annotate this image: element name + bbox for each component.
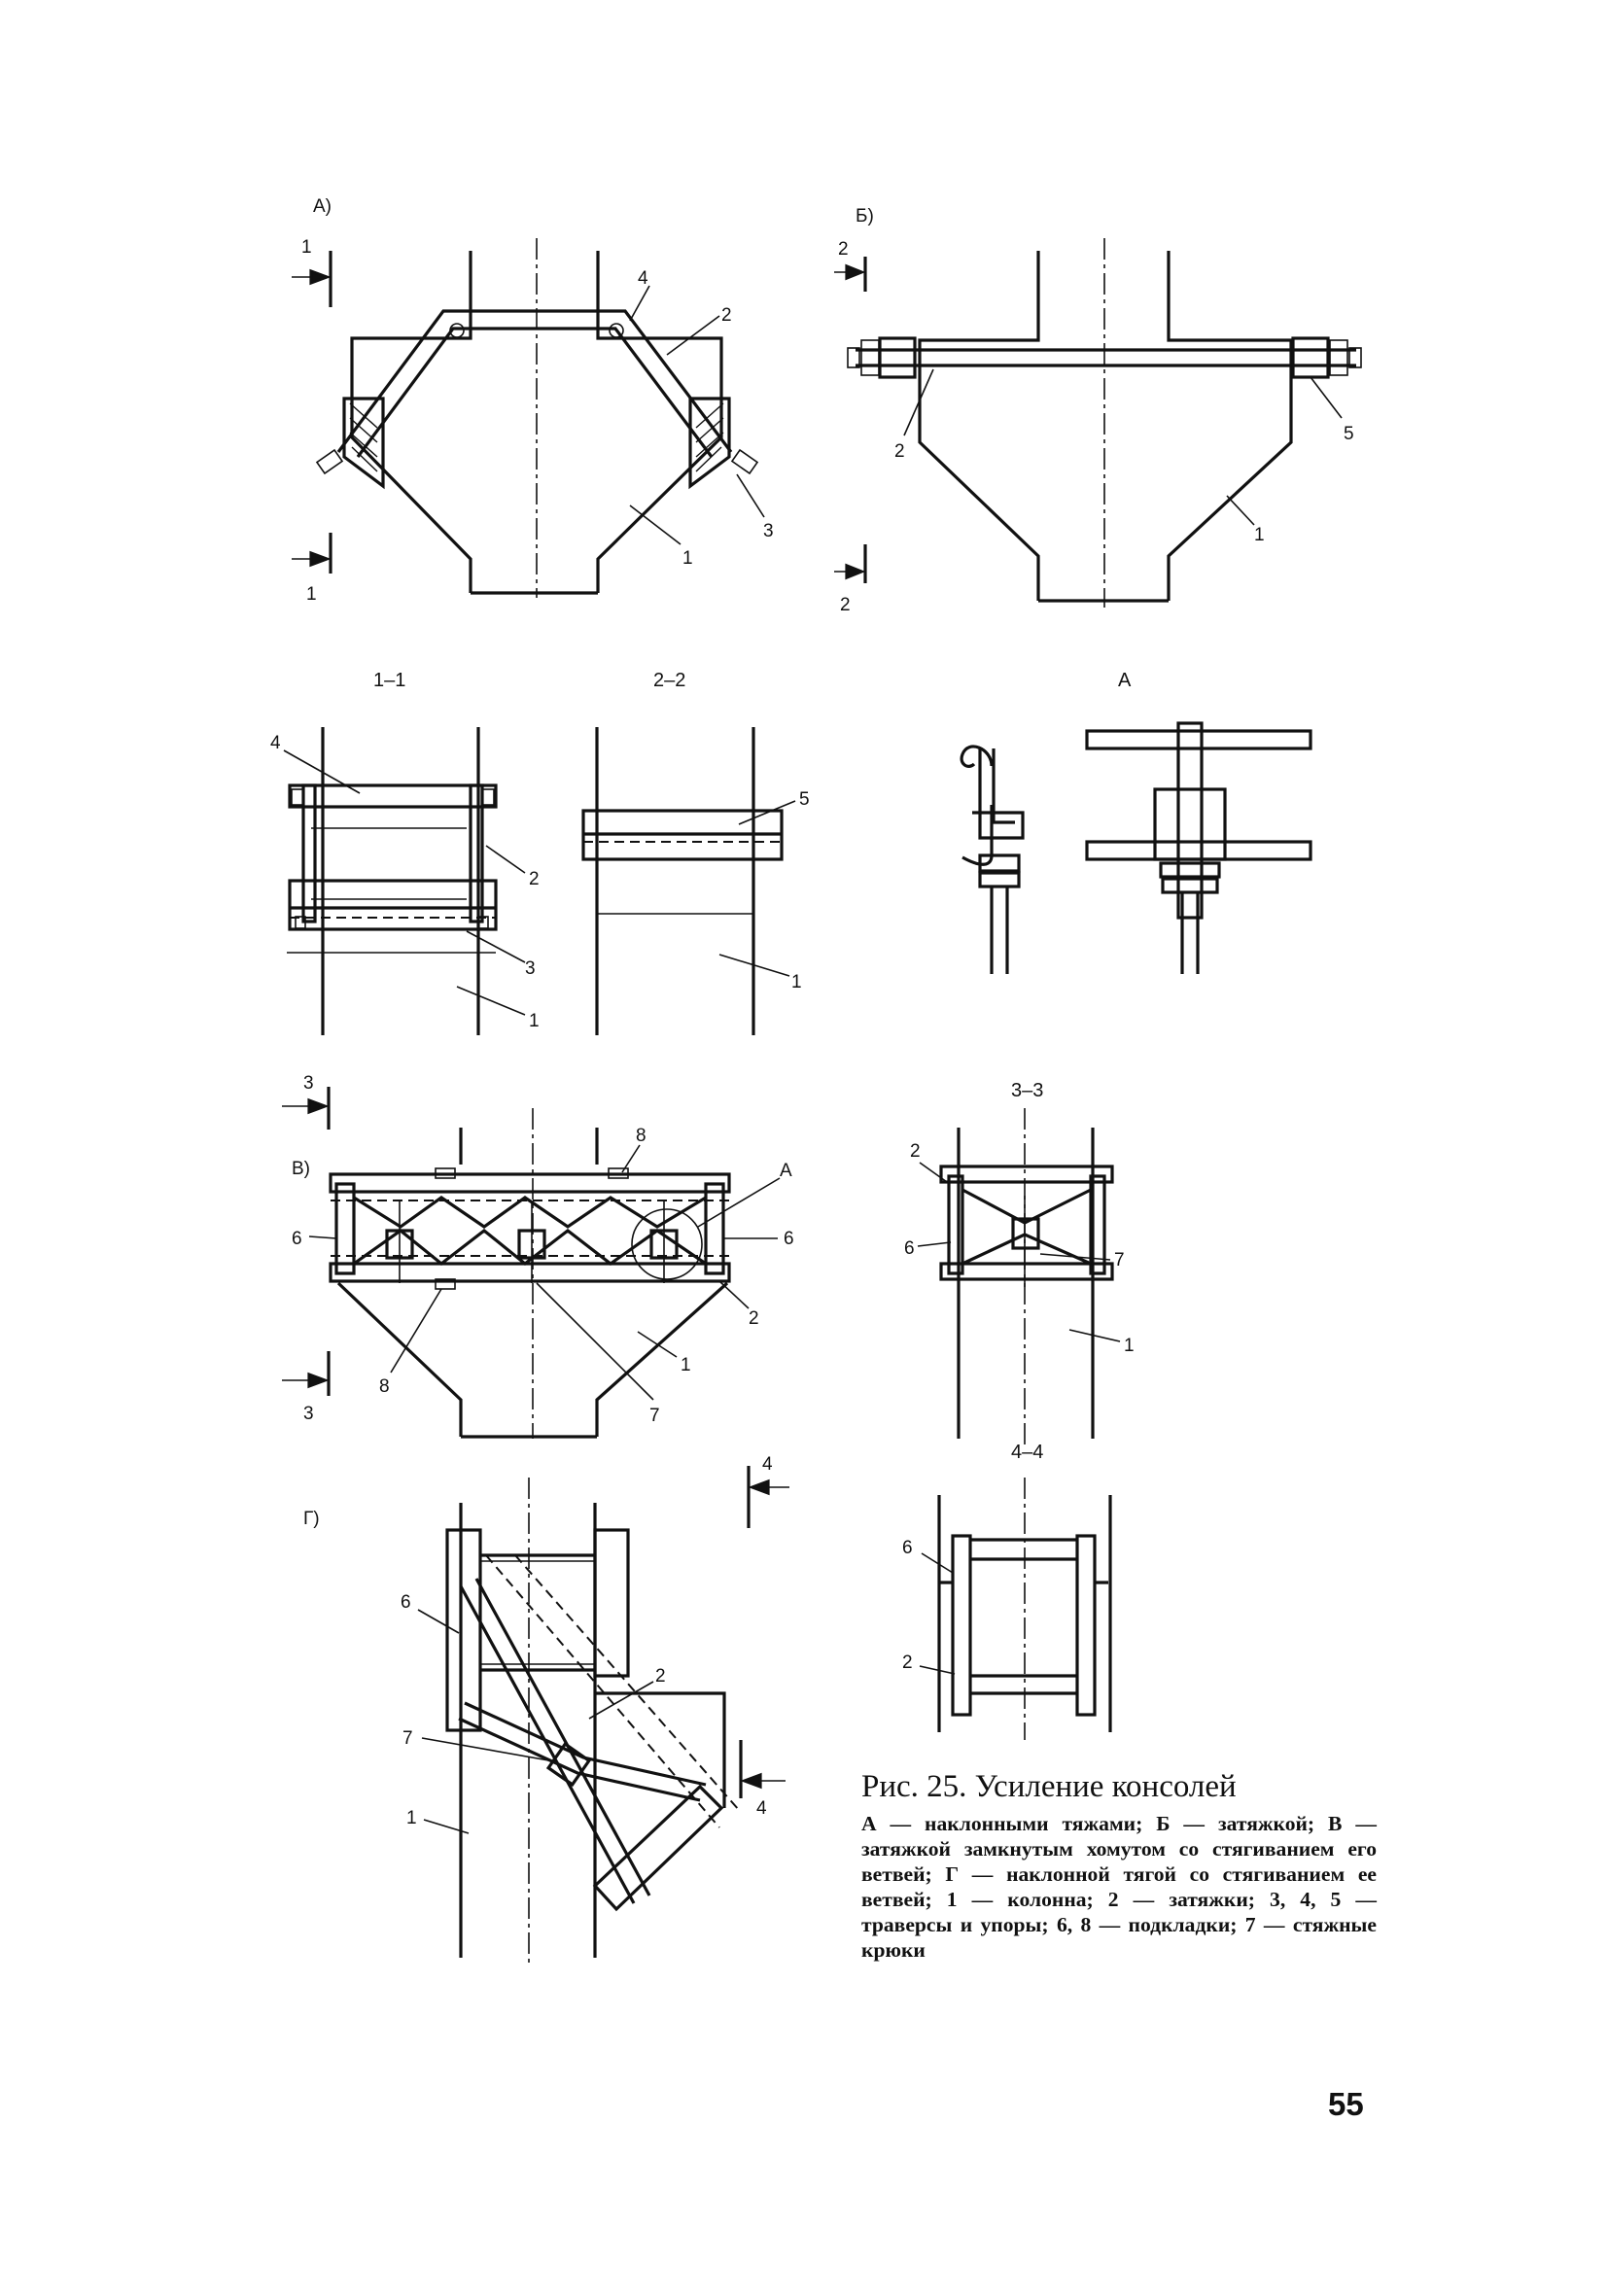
- callout-2: 2: [840, 595, 851, 615]
- callout-2: 2: [894, 441, 905, 462]
- section-3-3-label: 3–3: [1011, 1080, 1043, 1101]
- view-b-label: Б): [856, 206, 874, 226]
- callout-1: 1: [406, 1808, 417, 1828]
- view-v-label: В): [292, 1159, 310, 1179]
- view-g: Г) 4 4 6 2 7 1: [303, 1454, 789, 1964]
- callout-1: 1: [681, 1355, 691, 1375]
- callout-4: 4: [270, 733, 281, 753]
- callout-6: 6: [902, 1538, 913, 1558]
- callout-1: 1: [791, 972, 802, 992]
- view-b: Б) 2 2 2 5 1: [834, 206, 1362, 615]
- callout-8: 8: [379, 1376, 390, 1397]
- section-2-2: 2–2 5 1: [581, 670, 810, 1035]
- figure-caption-title: Рис. 25. Усиление консолей: [861, 1769, 1237, 1804]
- page-number: 55: [1328, 2086, 1364, 2122]
- callout-3: 3: [303, 1073, 314, 1094]
- callout-6: 6: [292, 1229, 302, 1249]
- section-4-4: 4–4 6 2: [902, 1442, 1112, 1740]
- callout-8: 8: [636, 1126, 647, 1146]
- figure-caption: Рис. 25. Усиление консолей А — наклонным…: [861, 1769, 1377, 1963]
- callout-1: 1: [306, 584, 317, 605]
- callout-3: 3: [525, 958, 536, 979]
- callout-4: 4: [762, 1454, 773, 1475]
- section-4-4-label: 4–4: [1011, 1442, 1043, 1463]
- detail-a: А: [960, 670, 1312, 974]
- callout-7: 7: [1114, 1250, 1125, 1270]
- callout-5: 5: [799, 789, 810, 810]
- view-a-label: А): [313, 196, 332, 217]
- callout-2: 2: [721, 305, 732, 326]
- callout-view-a: А: [780, 1161, 792, 1181]
- detail-a-label: А: [1118, 670, 1132, 691]
- callout-3: 3: [303, 1404, 314, 1424]
- callout-4: 4: [638, 268, 648, 289]
- callout-6: 6: [401, 1592, 411, 1613]
- callout-7: 7: [402, 1728, 413, 1749]
- callout-7: 7: [649, 1406, 660, 1426]
- section-3-3: 3–3 2 6 7 1: [904, 1080, 1135, 1448]
- callout-3: 3: [763, 521, 774, 541]
- view-a: А) 1 1 4 2 3 1: [292, 196, 774, 605]
- callout-5: 5: [1344, 424, 1354, 444]
- callout-4: 4: [756, 1798, 767, 1819]
- callout-1: 1: [1124, 1336, 1135, 1356]
- callout-1: 1: [529, 1011, 540, 1031]
- callout-2: 2: [655, 1666, 666, 1687]
- callout-6: 6: [904, 1238, 915, 1259]
- callout-6: 6: [784, 1229, 794, 1249]
- view-g-label: Г): [303, 1509, 320, 1529]
- callout-1: 1: [1254, 525, 1265, 545]
- section-2-2-label: 2–2: [653, 670, 685, 691]
- view-v: В) 3 3: [282, 1073, 794, 1439]
- section-1-1-label: 1–1: [373, 670, 405, 691]
- callout-2: 2: [838, 239, 849, 260]
- figure-caption-body: А — наклонными тяжами; Б — затяжкой; В —…: [861, 1812, 1377, 1962]
- callout-2: 2: [529, 869, 540, 889]
- callout-2: 2: [902, 1652, 913, 1673]
- callout-2: 2: [910, 1141, 921, 1162]
- callout-2: 2: [749, 1308, 759, 1329]
- callout-1: 1: [682, 548, 693, 569]
- section-1-1: 1–1 4 2 3 1: [270, 670, 540, 1035]
- callout-1: 1: [301, 237, 312, 258]
